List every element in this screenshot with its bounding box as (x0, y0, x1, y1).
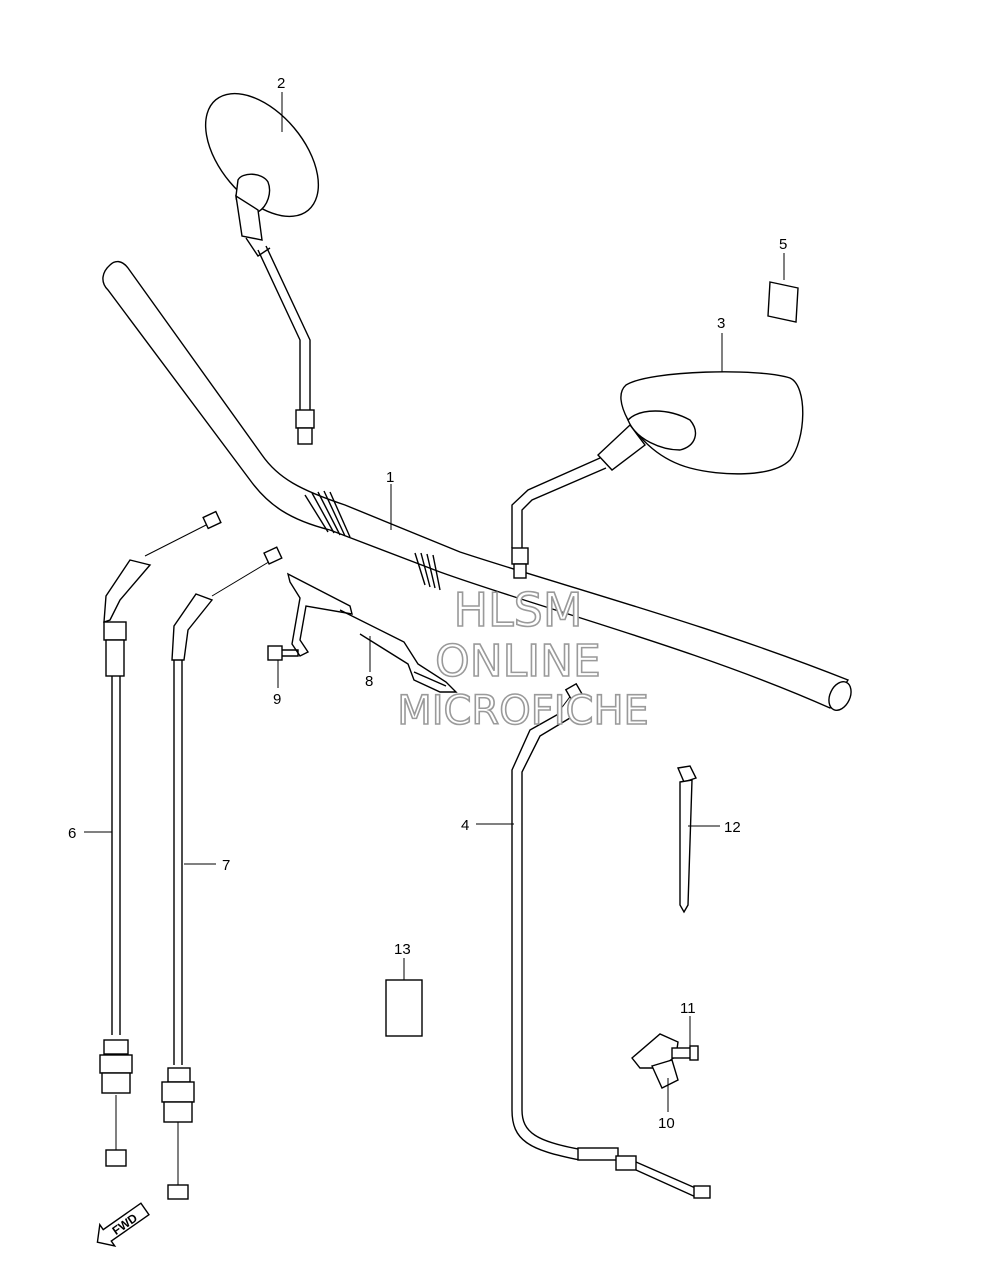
watermark-line-1: HLSM (453, 583, 582, 637)
cable-tie-12 (677, 765, 697, 914)
callout-7: 7 (222, 857, 230, 874)
callout-1: 1 (386, 469, 394, 486)
callout-13: 13 (394, 941, 411, 958)
cable-throttle-7 (161, 546, 283, 1200)
callout-3: 3 (717, 315, 725, 332)
fwd-arrow: FWD (96, 1202, 150, 1248)
cable-clutch-4 (511, 682, 711, 1199)
callout-9: 9 (273, 691, 281, 708)
bolt-9 (267, 645, 299, 661)
callout-6: 6 (68, 825, 76, 842)
watermark: HLSM ONLINE MICROFICHE (396, 582, 649, 735)
handlebar-knurl-left (304, 490, 351, 538)
handlebar-knurl-right (414, 552, 441, 591)
leader-lines (84, 92, 785, 1112)
clamp-10 (631, 1033, 679, 1089)
bolt-11 (671, 1045, 699, 1061)
callout-4: 4 (461, 817, 469, 834)
callout-8: 8 (365, 673, 373, 690)
callout-5: 5 (779, 236, 787, 253)
callout-2: 2 (277, 75, 285, 92)
watermark-line-3: MICROFICHE (397, 688, 649, 734)
mirror-right (511, 371, 804, 579)
watermark-line-2: ONLINE (435, 636, 601, 687)
bracket-8 (286, 572, 458, 693)
callout-11: 11 (680, 1000, 696, 1017)
mirror-left (204, 92, 320, 445)
handlebar (102, 260, 852, 711)
label-part-5 (767, 281, 799, 323)
callout-10: 10 (658, 1115, 675, 1132)
callout-12: 12 (724, 819, 741, 836)
label-part-13 (385, 979, 423, 1037)
cable-throttle-6 (99, 510, 222, 1167)
